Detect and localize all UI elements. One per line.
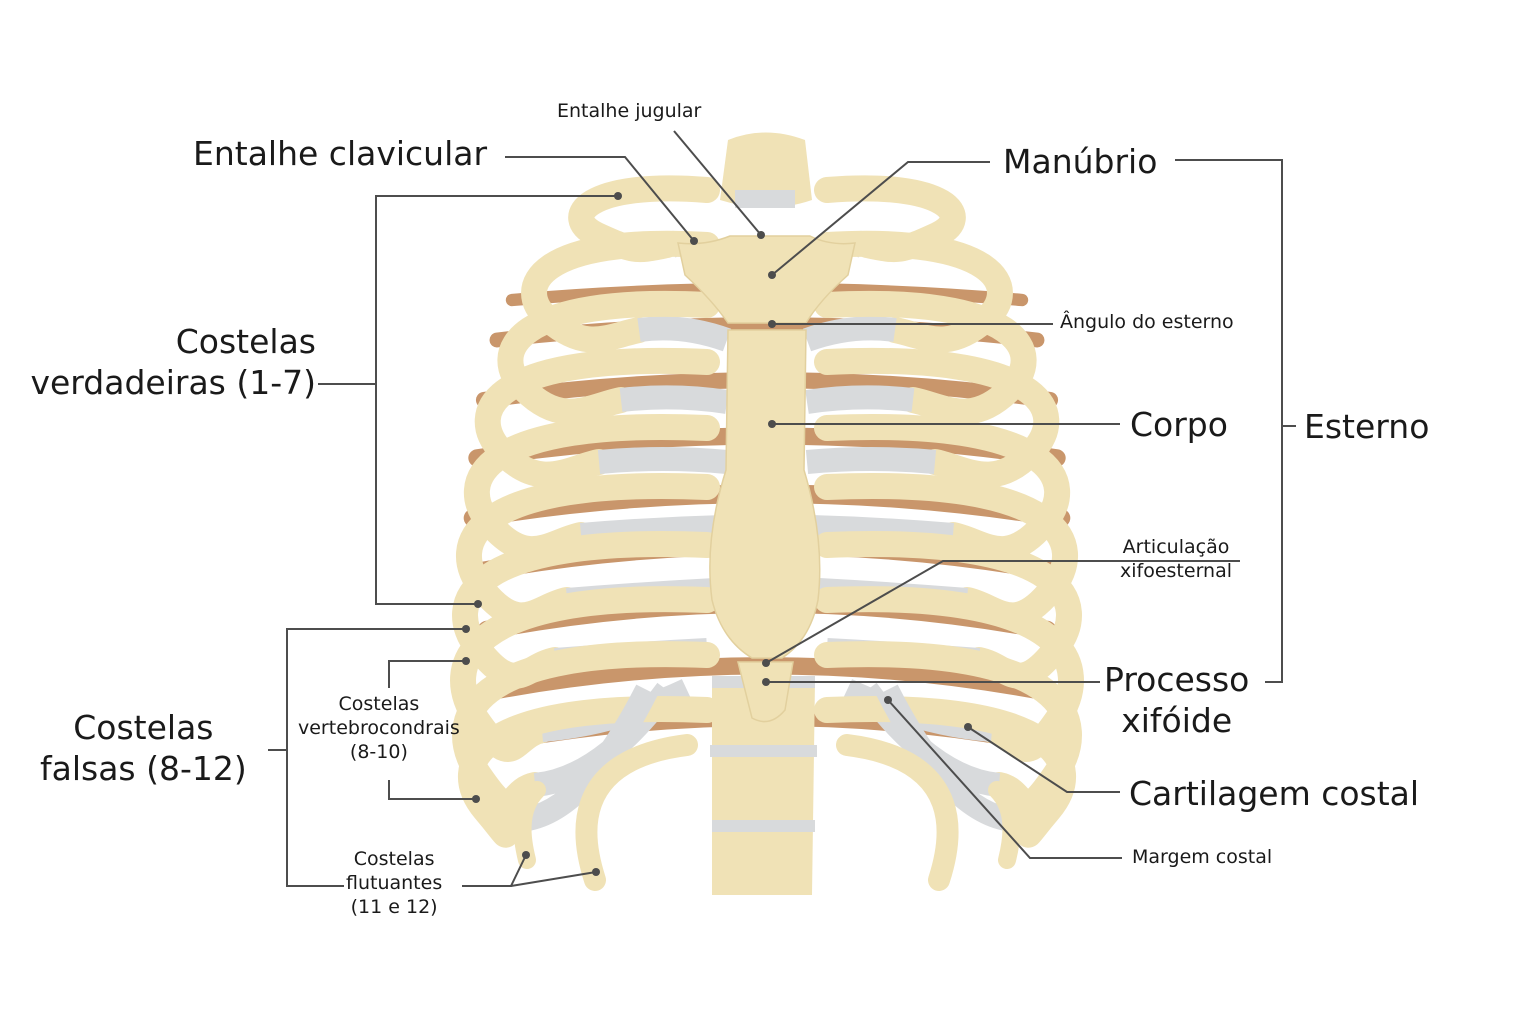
rib [474, 347, 720, 488]
costal-cartilage [637, 316, 732, 352]
label-cartilagem-costal: Cartilagem costal [1129, 774, 1420, 813]
intervertebral-disc [735, 190, 795, 208]
costal-cartilage [597, 447, 729, 474]
label-margem-costal: Margem costal [1132, 846, 1273, 868]
xiphoid-process [737, 661, 794, 723]
label-line: xifóide [1121, 701, 1233, 741]
label-line: Processo [1104, 660, 1250, 699]
leader-lines [268, 130, 1296, 887]
sternum [677, 235, 856, 723]
bracket-costelas-verdadeiras [375, 195, 618, 605]
leader-dot [757, 231, 765, 239]
label-line: (8-10) [349, 740, 408, 763]
label-line: Costelas [73, 708, 214, 747]
rib [814, 230, 1013, 353]
leader-entalhe-clavicular [505, 156, 695, 242]
label-esterno: Esterno [1304, 407, 1430, 446]
label-costelas-verdadeiras: Costelas verdadeiras (1-7) [30, 321, 316, 404]
costal-cartilage [805, 447, 937, 474]
costal-cartilage [619, 385, 729, 414]
label-entalhe-jugular: Entalhe jugular [557, 100, 702, 122]
sternum-body [709, 329, 821, 659]
leader-dot [768, 320, 776, 328]
leader-dot [884, 696, 892, 704]
leader-dot [462, 625, 470, 633]
leader-dot [614, 192, 622, 200]
floating-rib [836, 734, 959, 891]
leader-dot [762, 659, 770, 667]
leader-dot [472, 795, 480, 803]
leader-dot [474, 600, 482, 608]
floating-rib [988, 781, 1021, 869]
label-costelas-flutuantes: Costelas flutuantes (11 e 12) [346, 848, 442, 919]
floating-rib [575, 734, 698, 891]
rib [814, 586, 1084, 762]
label-line: Costelas [175, 322, 316, 361]
intervertebral-disc [712, 820, 815, 832]
costal-cartilage [519, 684, 658, 832]
label-costelas-falsas: Costelas falsas (8-12) [40, 707, 247, 790]
leader-cartilagem [967, 726, 1120, 793]
leader-dot [768, 271, 776, 279]
label-line: verdadeiras (1-7) [30, 363, 316, 403]
lumbar-vertebrae [712, 680, 815, 895]
label-manubrio: Manúbrio [1003, 142, 1158, 181]
rib [450, 586, 720, 762]
label-processo-xifoide: Processo xifóide [1104, 659, 1249, 742]
leader-margem [887, 699, 1122, 859]
leader-dot [964, 723, 972, 731]
label-entalhe-clavicular: Entalhe clavicular [193, 134, 488, 173]
bracket-vertebrocondrais-top [388, 660, 466, 688]
rib [814, 347, 1060, 488]
label-line: Costelas [353, 848, 435, 870]
costal-cartilage [805, 385, 915, 414]
label-costelas-vertebrocondrais: Costelas vertebrocondrais (8-10) [298, 693, 460, 764]
label-line: xifoesternal [1120, 559, 1233, 582]
bracket-esterno [1175, 159, 1283, 683]
leader-dot [690, 237, 698, 245]
leader-dot [592, 868, 600, 876]
label-line: flutuantes [346, 871, 443, 894]
label-line: (11 e 12) [350, 895, 438, 918]
label-corpo: Corpo [1130, 405, 1228, 444]
manubrium [677, 235, 856, 324]
intervertebral-disc [710, 745, 817, 757]
bracket-costelas-falsas [286, 628, 466, 887]
leader-dot [522, 851, 530, 859]
bracket-vertebrocondrais-bottom [388, 780, 476, 800]
label-line: Articulação [1122, 536, 1230, 558]
leader-flutuantes-2 [510, 871, 597, 887]
rib [458, 696, 720, 848]
costal-cartilage [802, 316, 897, 352]
leader-dot [768, 420, 776, 428]
leader-articulacao [765, 560, 1240, 664]
label-line: vertebrocondrais [298, 716, 460, 739]
rib [521, 230, 720, 353]
costal-cartilage [876, 684, 1015, 832]
label-angulo-esterno: Ângulo do esterno [1060, 311, 1234, 333]
label-articulacao-xifoesternal: Articulação xifoesternal [1120, 536, 1232, 584]
leader-dot [762, 678, 770, 686]
leader-dot [462, 657, 470, 665]
vertebral-column [710, 132, 817, 895]
leader-flutuantes-1 [462, 854, 527, 887]
label-line: falsas (8-12) [40, 749, 247, 789]
leader-manubrio [771, 161, 990, 276]
leader-entalhe-jugular [673, 130, 762, 236]
cervical-vertebra-upper [720, 132, 812, 208]
label-line: Costelas [338, 693, 420, 715]
